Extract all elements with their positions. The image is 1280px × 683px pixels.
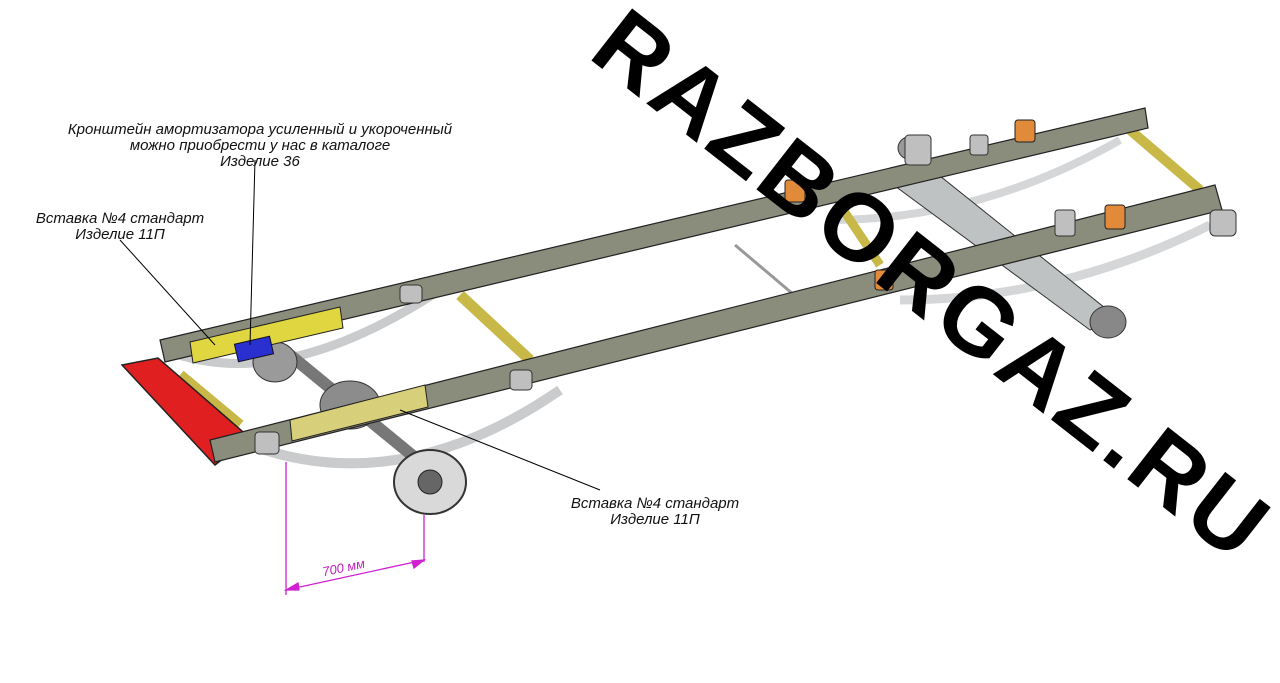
label-shock-bracket-line1: Кронштейн амортизатора усиленный и укоро… <box>67 121 453 138</box>
label-insert-left: Вставка №4 стандарт Изделие 11П <box>20 211 220 243</box>
label-insert-left-line1: Вставка №4 стандарт <box>35 210 205 227</box>
crossbar-front-1 <box>836 202 884 268</box>
crossbar-middle <box>456 290 534 365</box>
front-hub <box>1089 305 1127 339</box>
crossbar-thin <box>734 243 801 302</box>
rear-leaf-spring-left <box>248 385 563 469</box>
label-insert-right-line1: Вставка №4 стандарт <box>570 495 740 512</box>
insert-no4-left <box>289 384 429 442</box>
shock-bracket-blue <box>233 335 275 363</box>
label-insert-left-line2: Изделие 11П <box>75 226 165 243</box>
label-insert-right: Вставка №4 стандарт Изделие 11П <box>555 496 755 528</box>
label-shock-bracket-line2: можно приобрести у нас в каталоге <box>129 137 391 154</box>
spring-mounts <box>254 134 1237 455</box>
label-shock-bracket: Кронштейн амортизатора усиленный и укоро… <box>30 122 490 170</box>
label-shock-bracket-line3: Изделие 36 <box>220 153 300 170</box>
crossbar-rear <box>176 370 244 430</box>
crossbar-front-2 <box>1126 126 1204 194</box>
label-insert-right-line2: Изделие 11П <box>610 511 700 528</box>
insert-no4-right <box>189 306 344 364</box>
leader-bracket <box>249 159 256 346</box>
dimension-700mm <box>283 462 427 595</box>
bump-stops <box>784 119 1126 291</box>
leader-insert-right <box>399 409 601 491</box>
front-leaf-spring-right <box>829 136 1122 224</box>
leader-insert-left <box>119 239 216 346</box>
